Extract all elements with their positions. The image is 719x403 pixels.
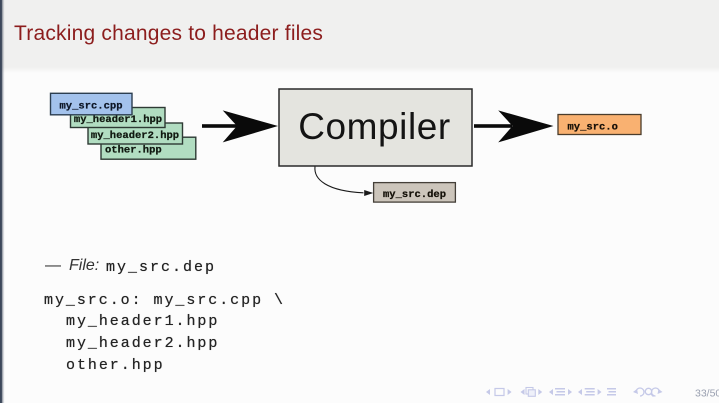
svg-text:my_src.o: my_src.o: [568, 122, 618, 134]
svg-text:33/50: 33/50: [695, 388, 719, 400]
svg-text:my_header2.hpp: my_header2.hpp: [91, 130, 179, 142]
svg-text:other.hpp: other.hpp: [105, 144, 162, 156]
svg-text:my_header1.hpp: my_header1.hpp: [74, 114, 162, 126]
svg-text:Compiler: Compiler: [298, 106, 450, 147]
svg-text:my_src.cpp: my_src.cpp: [59, 101, 122, 113]
svg-text:my_src.dep: my_src.dep: [383, 189, 446, 201]
